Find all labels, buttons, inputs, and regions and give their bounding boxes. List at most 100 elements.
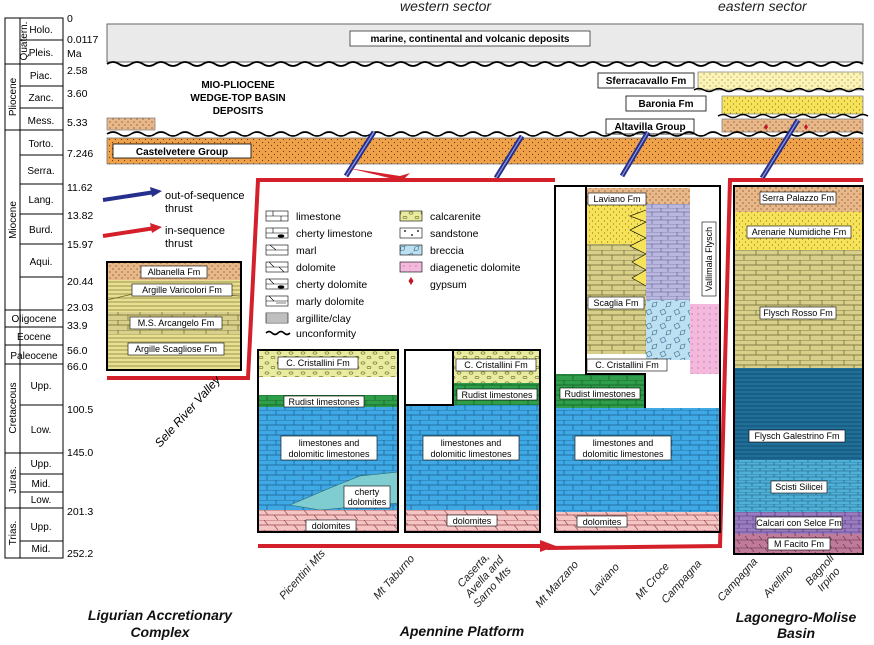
- formation-label-box: [759, 191, 837, 205]
- age-value: 0: [67, 13, 73, 25]
- formation-label: M Facito Fm: [774, 539, 824, 549]
- altavilla-label-box: [605, 118, 695, 135]
- legend-label: breccia: [430, 245, 464, 257]
- legend-label: argillite/clay: [296, 313, 352, 325]
- in-sequence-arrow: [540, 540, 556, 552]
- formation-label: Rudist limestones: [288, 397, 360, 407]
- era-label: Pliocene: [8, 77, 19, 116]
- formation-label-box: [456, 388, 538, 401]
- legend-label: thrust: [165, 238, 193, 250]
- age-value: 33.9: [67, 320, 88, 332]
- out-of-sequence-thrusts: [343, 118, 801, 180]
- stage-label: Burd.: [29, 225, 53, 236]
- stage-label: Mid.: [32, 544, 51, 555]
- formation-label-box: [587, 192, 647, 206]
- stage-label: Torto.: [28, 139, 53, 150]
- formation-label: Flysch Rosso Fm: [763, 308, 833, 318]
- formation-label-box: [280, 435, 378, 461]
- formation-label-box: [559, 387, 641, 400]
- formation-label: C. Cristallini Fm: [464, 360, 528, 370]
- legend-label: marl: [296, 245, 316, 257]
- legend-label: unconformity: [296, 328, 357, 340]
- legend-label: cherty limestone: [296, 228, 373, 240]
- locality-label: Picentini Mts: [277, 547, 328, 602]
- domain-label: Ligurian Accretionary: [88, 607, 233, 623]
- formation-label-box: [576, 515, 628, 528]
- formation-label: dolomitic limestones: [582, 449, 664, 459]
- formation-label: limestones and: [593, 438, 654, 448]
- in-sequence-arrow: [348, 168, 410, 181]
- formation-label-box: [277, 356, 359, 370]
- wedge-top-label: DEPOSITS: [213, 106, 264, 117]
- stage-label: Upp.: [30, 381, 51, 392]
- stage-label: Low.: [31, 425, 52, 436]
- eastern-sector-header: eastern sector: [718, 0, 808, 14]
- wedge-top-label: MIO-PLIOCENE: [201, 80, 275, 91]
- stage-label: Lang.: [28, 195, 53, 206]
- formation-label: Argille Varicolori Fm: [142, 285, 222, 295]
- baronia-unit: [721, 95, 864, 115]
- formation-label: Scisti Silicei: [775, 482, 823, 492]
- sferracavallo-label-box: [597, 72, 695, 89]
- formation-label: Laviano Fm: [593, 194, 640, 204]
- formation-label-box: [305, 519, 357, 532]
- age-value: 252.2: [67, 548, 93, 560]
- stage-label: Low.: [31, 495, 52, 506]
- era-label: Paleocene: [10, 351, 58, 362]
- legend-label: limestone: [296, 211, 341, 223]
- age-value: 2.58: [67, 65, 88, 77]
- formation-label: Flysch Galestrino Fm: [754, 431, 839, 441]
- age-value: 56.0: [67, 345, 88, 357]
- baronia-label-box: [625, 95, 707, 112]
- stage-label: Mid.: [32, 479, 51, 490]
- domain-label: Complex: [130, 624, 190, 640]
- castelvetere-label: Castelvetere Group: [136, 147, 228, 158]
- formation-label: dolomitic limestones: [430, 449, 512, 459]
- vallimala-label: Vallimala Flysch: [704, 227, 714, 291]
- legend-label: thrust: [165, 203, 193, 215]
- age-value: Ma: [67, 48, 82, 60]
- formation-label: dolomites: [453, 516, 492, 526]
- formation-label-box: [446, 514, 498, 527]
- formation-label: Rudist limestones: [461, 390, 533, 400]
- sferracavallo-label: Sferracavallo Fm: [606, 76, 687, 87]
- era-label: Eocene: [17, 332, 51, 343]
- legend-label: cherty dolomite: [296, 279, 367, 291]
- stage-label: Upp.: [30, 522, 51, 533]
- era-label: Oligocene: [11, 314, 56, 325]
- formation-label-box: [767, 537, 831, 551]
- formation-label-box: [574, 435, 672, 461]
- legend-label: sandstone: [430, 228, 479, 240]
- stage-label: Serra.: [27, 166, 54, 177]
- stage-label: Aqui.: [30, 257, 53, 268]
- formation-label: cherty: [355, 487, 380, 497]
- formation-label: dolomites: [583, 517, 622, 527]
- formation-label: Calcari con Selce Fm: [756, 518, 842, 528]
- domain-label: Basin: [777, 625, 815, 640]
- locality-label: Mt Marzano: [533, 559, 581, 610]
- legend-label: diagenetic dolomite: [430, 262, 521, 274]
- unconformity-line: [717, 113, 869, 119]
- legend-label: gypsum: [430, 279, 467, 291]
- legend-label: dolomite: [296, 262, 336, 274]
- top-unit-label-box: [349, 30, 591, 47]
- formation-label: Serra Palazzo Fm: [762, 193, 834, 203]
- age-value: 3.60: [67, 88, 88, 100]
- age-axis: [4, 17, 64, 559]
- age-value: 145.0: [67, 447, 93, 459]
- formation-label: C. Cristallini Fm: [595, 360, 659, 370]
- age-value: 100.5: [67, 404, 93, 416]
- formation-label-box: [422, 435, 520, 461]
- formation-label-box: [759, 306, 837, 320]
- formation-label-box: [586, 358, 668, 372]
- era-label: Trias.: [8, 521, 19, 546]
- locality-label: Laviano: [587, 561, 622, 598]
- lithology-legend: [265, 210, 423, 336]
- formation-label: dolomites: [312, 521, 351, 531]
- age-value: 201.3: [67, 506, 93, 518]
- unconformity-line: [106, 61, 864, 67]
- legend-label: calcarenite: [430, 211, 481, 223]
- western-wedge-piece: [106, 117, 156, 131]
